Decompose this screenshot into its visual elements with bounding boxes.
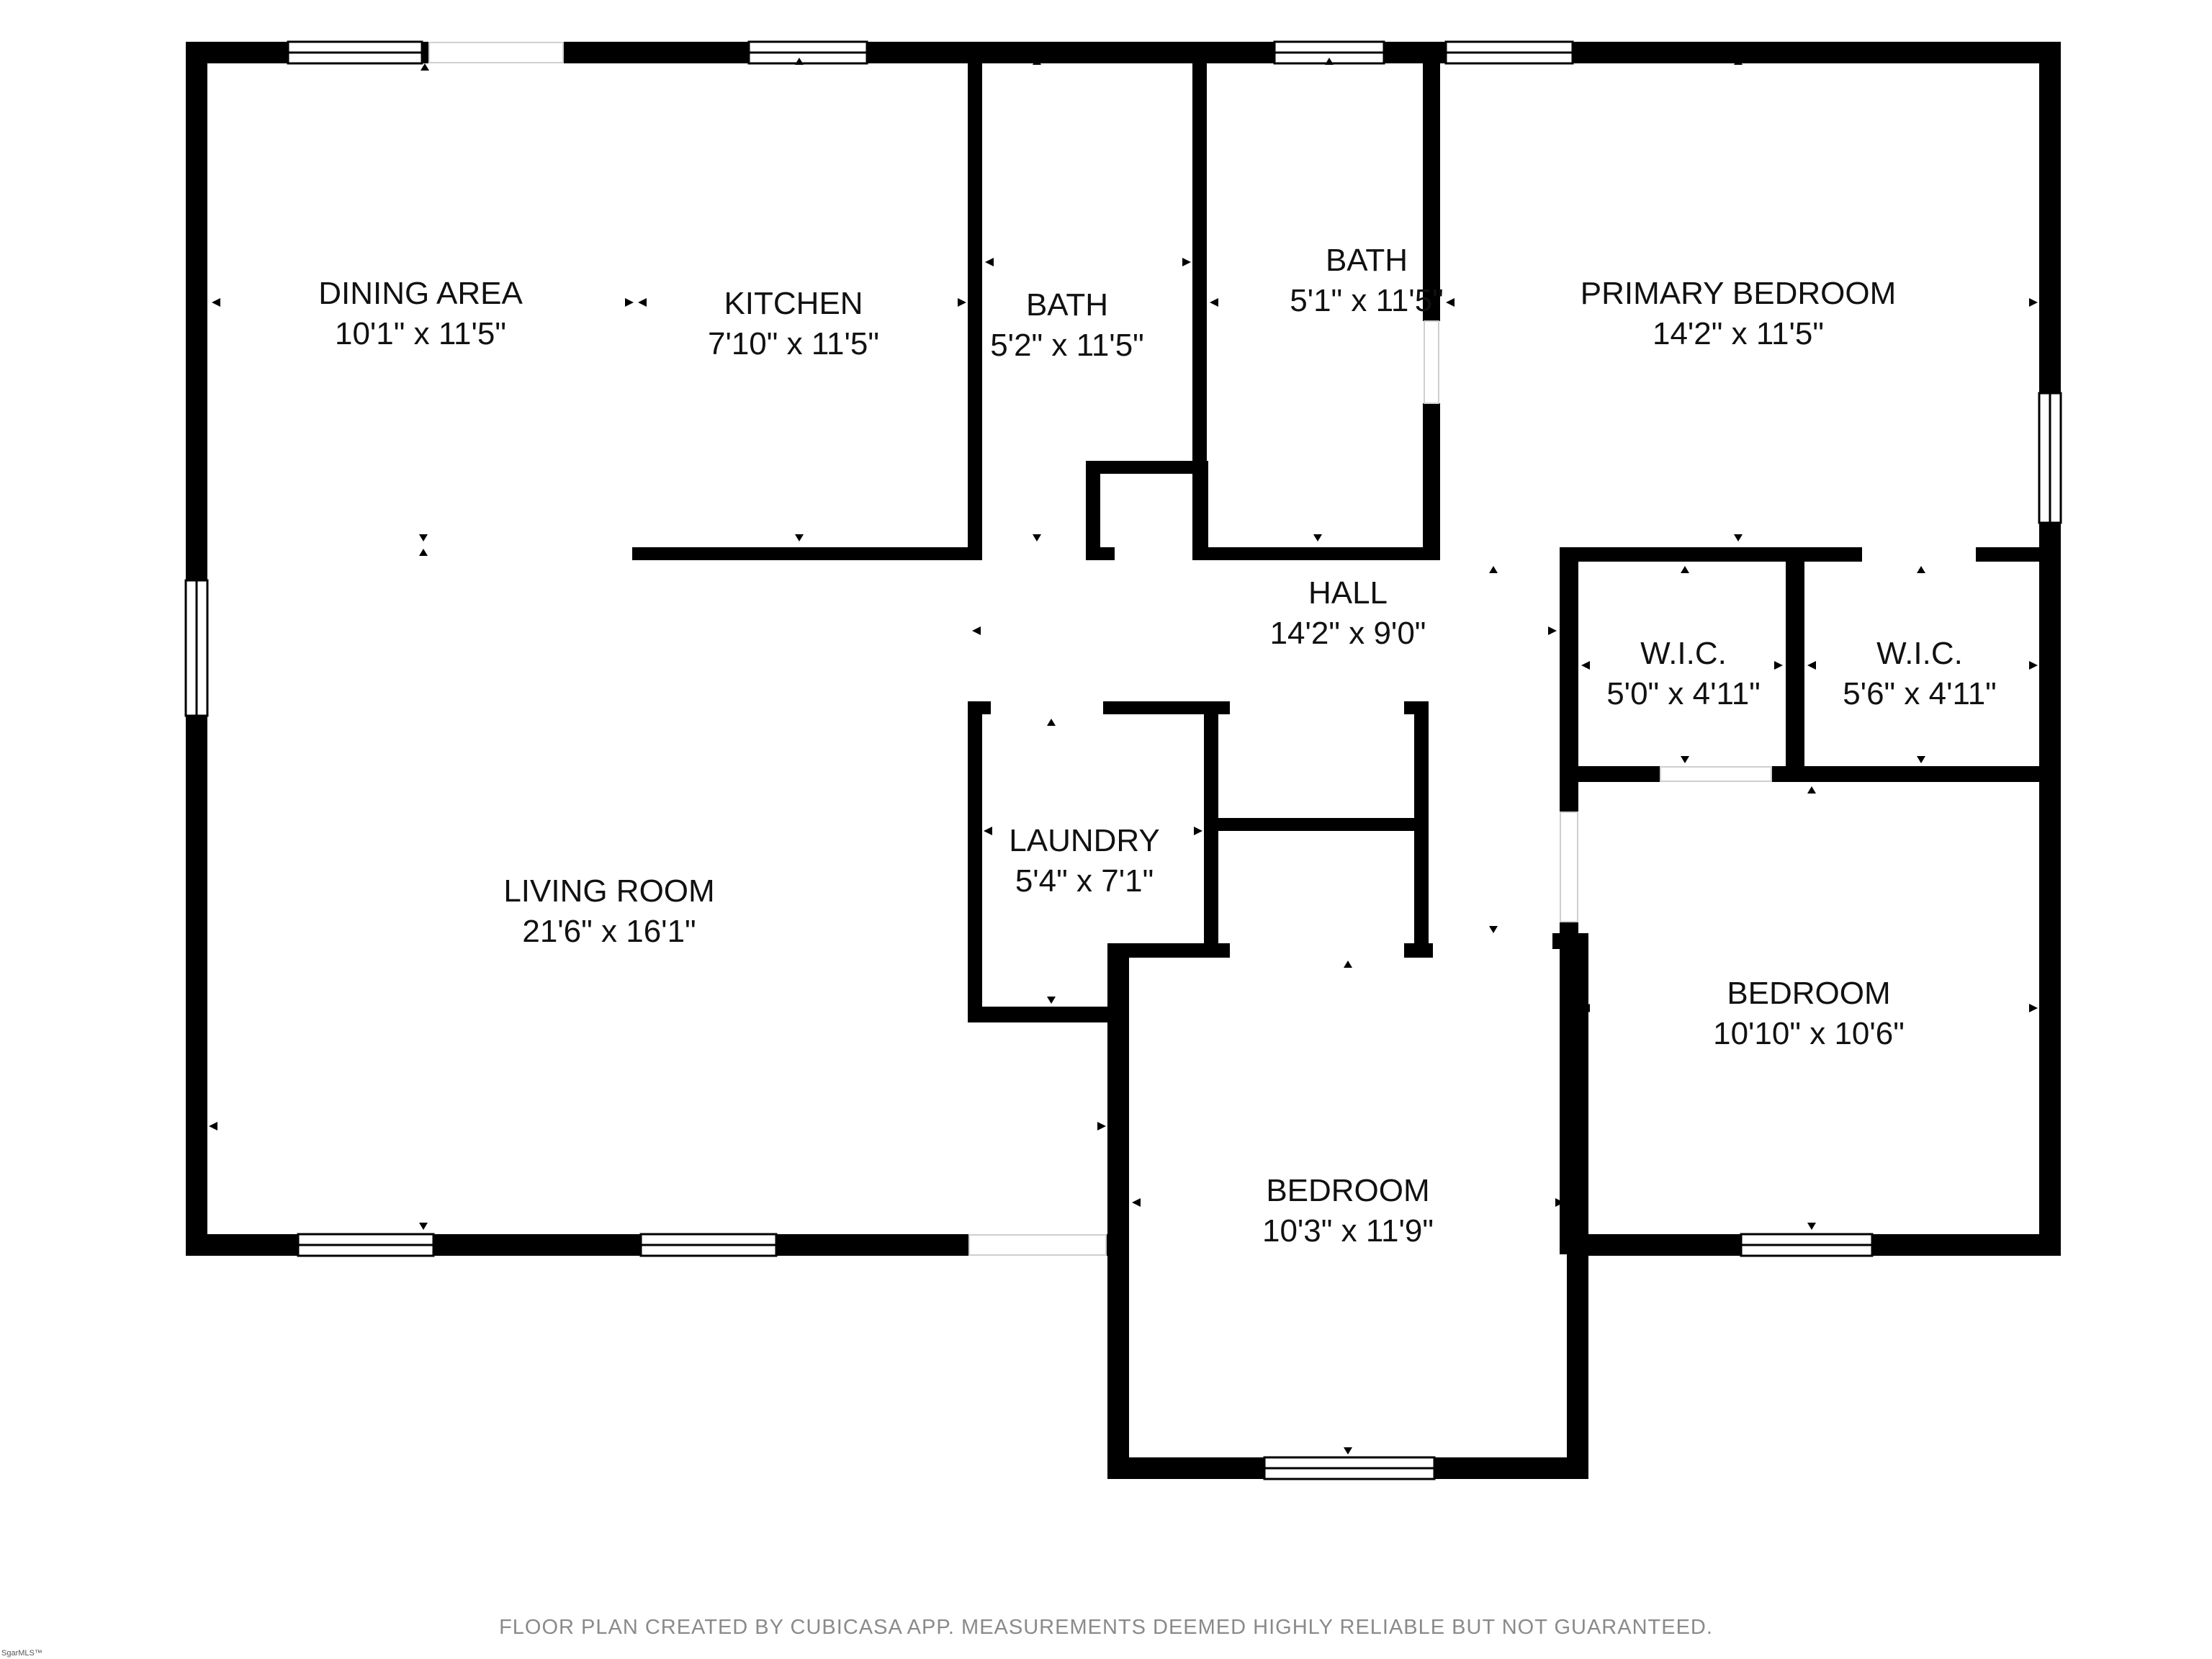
bedroom-right-dimensions: 10'10" x 10'6" (1713, 1016, 1905, 1051)
laundry-name: LAUNDRY (1009, 823, 1159, 858)
laundry-dimensions: 5'4" x 7'1" (1015, 863, 1154, 899)
dining-area-name: DINING AREA (318, 276, 523, 311)
windows (184, 40, 2062, 1480)
hall-name: HALL (1308, 575, 1388, 611)
floor-plan-disclaimer: FLOOR PLAN CREATED BY CUBICASA APP. MEAS… (499, 1616, 1713, 1639)
openings (428, 42, 1772, 1256)
wic-2-name: W.I.C. (1876, 636, 1963, 671)
bath-1-name: BATH (1026, 287, 1108, 323)
living-room-dimensions: 21'6" x 16'1" (522, 914, 696, 949)
living-room-name: LIVING ROOM (503, 873, 714, 909)
hall-dimensions: 14'2" x 9'0" (1270, 616, 1426, 651)
bedroom-bottom-dimensions: 10'3" x 11'9" (1262, 1213, 1434, 1249)
room-labels: DINING AREA 10'1" x 11'5" KITCHEN 7'10" … (318, 243, 1997, 1249)
kitchen-name: KITCHEN (724, 286, 863, 321)
bath-2-name: BATH (1326, 243, 1408, 278)
mls-watermark: SgarMLS™ (1, 1649, 42, 1658)
dining-area-dimensions: 10'1" x 11'5" (335, 316, 506, 351)
bedroom-right-name: BEDROOM (1727, 976, 1890, 1011)
walls (186, 42, 2061, 1479)
bath-2-dimensions: 5'1" x 11'5" (1290, 283, 1444, 318)
wic-1-name: W.I.C. (1640, 636, 1727, 671)
kitchen-dimensions: 7'10" x 11'5" (708, 326, 879, 361)
tick-markers (209, 58, 2038, 1455)
wic-1-dimensions: 5'0" x 4'11" (1606, 676, 1761, 711)
wic-2-dimensions: 5'6" x 4'11" (1843, 676, 1997, 711)
primary-bedroom-name: PRIMARY BEDROOM (1581, 276, 1896, 311)
bedroom-bottom-name: BEDROOM (1266, 1173, 1429, 1208)
primary-bedroom-dimensions: 14'2" x 11'5" (1653, 316, 1824, 351)
bath-1-dimensions: 5'2" x 11'5" (990, 328, 1144, 363)
